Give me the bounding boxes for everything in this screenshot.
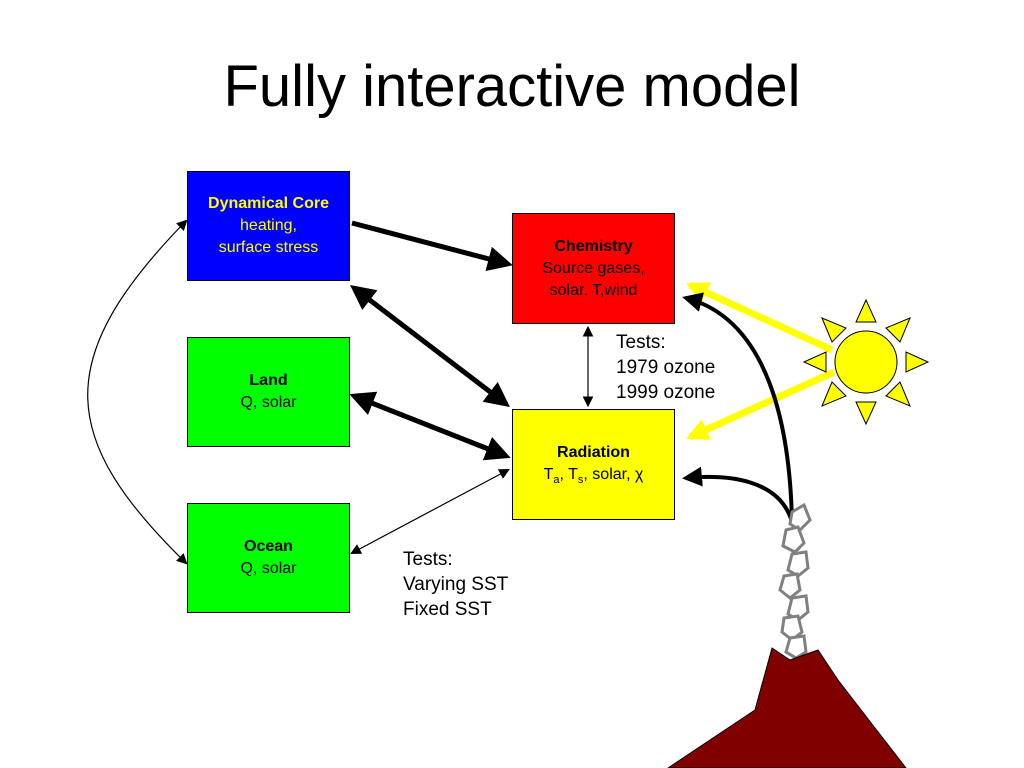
dynamical-core-title: Dynamical Core bbox=[208, 195, 329, 212]
tests-ozone-item2: 1999 ozone bbox=[616, 382, 716, 403]
dynamical-core-line2: surface stress bbox=[218, 239, 319, 256]
arrow-dyncore-ocean bbox=[87, 219, 188, 565]
radiation-t2: T bbox=[568, 466, 578, 483]
arrow-volcano-to-radiation bbox=[682, 466, 794, 523]
tests-sst-label: Tests: bbox=[403, 549, 453, 570]
chemistry-line1: Source gases, bbox=[542, 260, 645, 277]
radiation-box: Radiation Ta, Ts, solar, χ bbox=[512, 409, 675, 520]
chemistry-line2: solar, T,wind bbox=[549, 282, 638, 299]
arrow-volcano-to-chemistry bbox=[682, 292, 794, 523]
tests-sst: Tests: Varying SST Fixed SST bbox=[403, 547, 508, 622]
tests-sst-item1: Varying SST bbox=[403, 574, 509, 595]
chemistry-box: Chemistry Source gases, solar, T,wind bbox=[512, 213, 675, 324]
arrow-ocean-radiation bbox=[350, 468, 510, 555]
land-box: Land Q, solar bbox=[187, 337, 350, 447]
ocean-title: Ocean bbox=[244, 538, 293, 555]
chemistry-title: Chemistry bbox=[554, 238, 633, 255]
radiation-sub-s: s bbox=[577, 474, 584, 487]
arrow-dyncore-radiation bbox=[350, 284, 510, 408]
tests-ozone-label: Tests: bbox=[616, 332, 666, 353]
arrow-dyncore-to-chemistry bbox=[351, 220, 513, 272]
radiation-title: Radiation bbox=[557, 444, 630, 461]
arrow-land-radiation bbox=[349, 391, 511, 461]
dynamical-core-box: Dynamical Core heating, surface stress bbox=[187, 171, 350, 281]
plume-icon bbox=[778, 502, 812, 660]
ocean-box: Ocean Q, solar bbox=[187, 503, 350, 613]
radiation-rest: , solar, χ bbox=[583, 466, 644, 483]
radiation-line1: Ta, Ts, solar, χ bbox=[513, 464, 674, 491]
land-title: Land bbox=[249, 372, 288, 389]
tests-ozone: Tests: 1979 ozone 1999 ozone bbox=[616, 330, 715, 405]
radiation-sub-a: a bbox=[553, 474, 560, 487]
dynamical-core-line1: heating, bbox=[240, 217, 297, 234]
sun-icon bbox=[802, 298, 930, 426]
land-line1: Q, solar bbox=[240, 394, 297, 411]
tests-sst-item2: Fixed SST bbox=[403, 599, 492, 620]
radiation-t1: T bbox=[543, 466, 554, 483]
tests-ozone-item1: 1979 ozone bbox=[616, 357, 716, 378]
ocean-line1: Q, solar bbox=[240, 560, 297, 577]
sun-ray-to-radiation bbox=[685, 368, 836, 441]
radiation-sep: , bbox=[559, 466, 569, 483]
page-title: Fully interactive model bbox=[223, 54, 801, 119]
sun-ray-to-chemistry bbox=[685, 281, 834, 354]
volcano-icon bbox=[667, 647, 907, 768]
